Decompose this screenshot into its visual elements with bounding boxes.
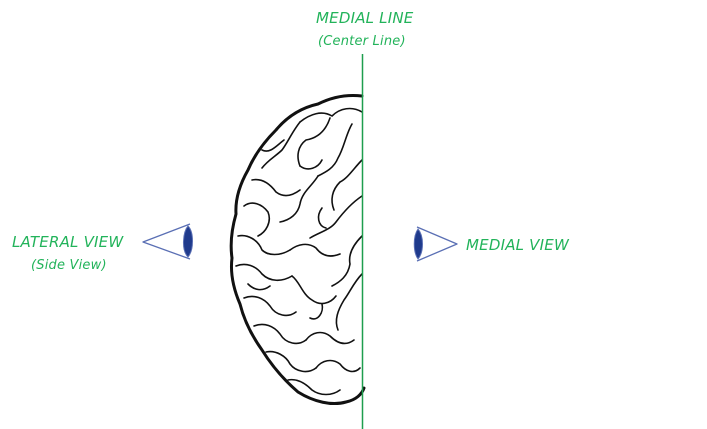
lateral-view-title: LATERAL VIEW bbox=[12, 233, 124, 251]
eye-icon bbox=[413, 226, 458, 262]
medial-line-title: MEDIAL LINE bbox=[316, 9, 414, 27]
brain-hemisphere-icon bbox=[229, 94, 366, 406]
eye-icon bbox=[142, 223, 193, 260]
medial-line-subtitle: (Center Line) bbox=[318, 34, 406, 49]
medial-view-title: MEDIAL VIEW bbox=[466, 236, 569, 254]
lateral-view-subtitle: (Side View) bbox=[31, 258, 107, 273]
